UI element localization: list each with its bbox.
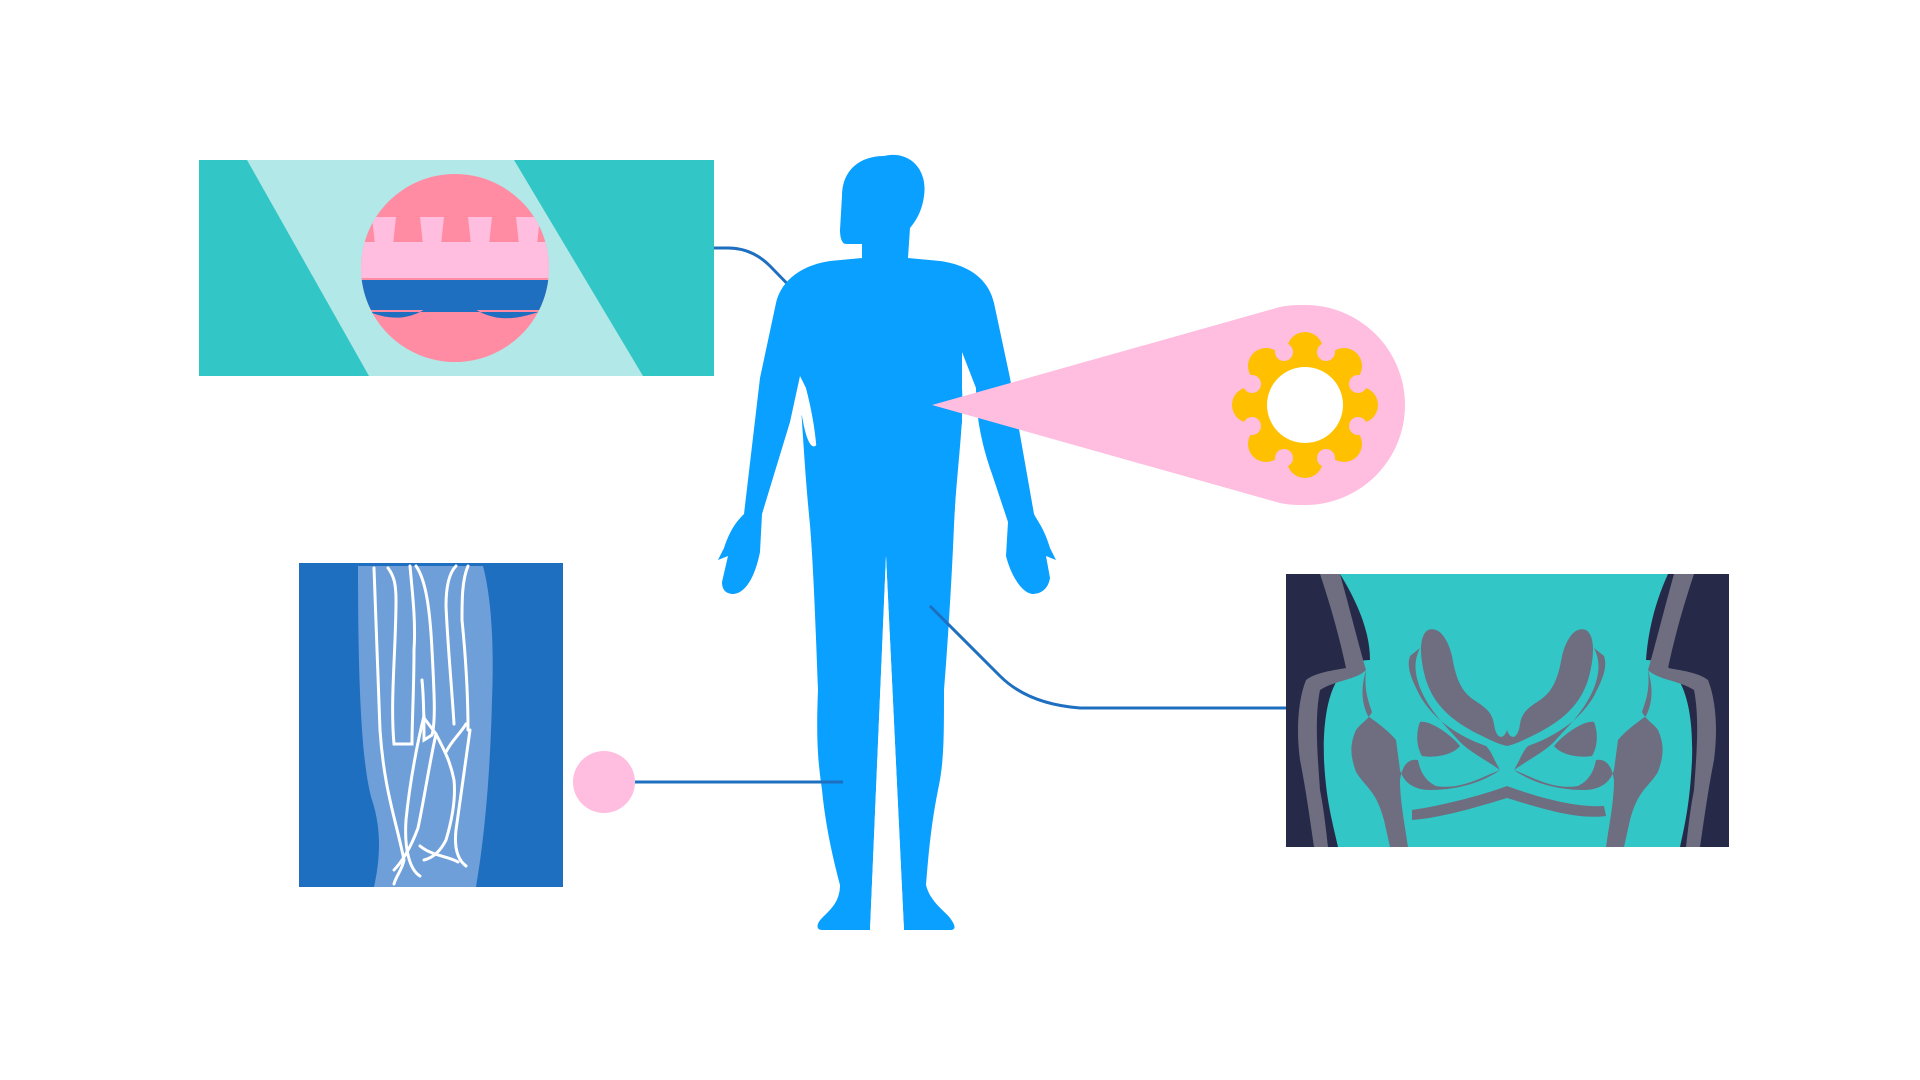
leg-gap	[870, 556, 904, 930]
forearm-xray-icon	[299, 563, 563, 887]
intestinal-lining-icon	[199, 160, 714, 376]
body-hip-fill	[806, 388, 963, 520]
cell-icon	[932, 304, 1405, 505]
connector-tissue	[714, 246, 845, 343]
pink-dot-icon	[573, 751, 635, 813]
pelvis-xray-icon	[1286, 574, 1729, 847]
human-body-silhouette	[718, 154, 1056, 930]
connector-pelvis	[928, 604, 1286, 710]
